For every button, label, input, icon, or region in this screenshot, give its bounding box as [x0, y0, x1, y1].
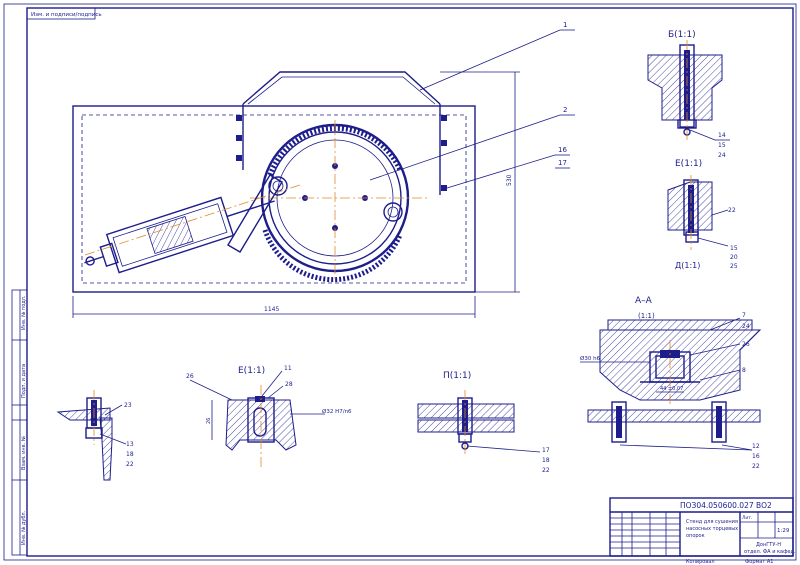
pneumatic-cylinder [84, 196, 275, 274]
view-p-label-1: 17 [542, 447, 550, 454]
view-g: Е(1:1) 26 Ø32 H7/n6 26 11 28 [186, 365, 352, 470]
view-e-label-3: 20 [730, 254, 738, 261]
title-scale: 1:29 [777, 528, 790, 534]
main-view: 1145 530 1 2 16 17 [72, 21, 575, 318]
view-e-title: Е(1:1) [675, 159, 702, 169]
view-e-label-1: 22 [728, 207, 736, 214]
section-aa-label-7: 7 [742, 312, 746, 319]
side-stamp-2: Подп. и дата [21, 364, 27, 398]
side-stamp-4: Инв. № дубл. [21, 510, 27, 545]
section-aa-dim2: 44 ±0,07 [660, 386, 683, 392]
title-block: ПОЗ04.050600.027 ВО2 Стенд для сушения н… [609, 497, 796, 557]
view-d-title: Д(1:1) [675, 261, 700, 270]
top-stamp-text: Изм. и подписи/подпись [31, 12, 102, 18]
view-g-fit: Ø32 H7/n6 [322, 408, 352, 415]
view-p-title: П(1:1) [443, 371, 471, 381]
section-a-a: А–А (1:1) Ø30 h6 44 ±0,07 7 24 26 8 12 1… [580, 296, 762, 470]
side-stamp-3: Взам. инв. № [21, 435, 27, 470]
leader-1: 1 [563, 21, 567, 29]
view-b-label-1: 14 [718, 132, 726, 139]
view-g-title: Е(1:1) [238, 366, 265, 376]
leader-17: 17 [558, 159, 567, 167]
section-aa-label-16: 16 [752, 453, 760, 460]
left-detail-view: 23 13 18 22 [56, 390, 134, 481]
main-width-dim: 1145 [264, 306, 279, 313]
view-p-label-2: 18 [542, 457, 550, 464]
section-aa-dim1: Ø30 h6 [580, 355, 601, 362]
title-doc-number: ПОЗ04.050600.027 ВО2 [680, 501, 772, 510]
main-height-dim: 530 [506, 174, 513, 186]
format-label: Формат А1 [745, 559, 773, 565]
view-b-label-2: 15 [718, 142, 726, 149]
outer-frame [3, 3, 797, 561]
section-aa-label-26: 26 [742, 341, 750, 348]
section-aa-label-8: 8 [742, 367, 746, 374]
section-aa-label-12: 12 [752, 443, 760, 450]
title-org1: ДонГТУ-Н [756, 542, 781, 548]
view-p-label-3: 22 [542, 467, 550, 474]
side-stamp-1: Инв. № подл. [21, 295, 27, 330]
leader-16: 16 [558, 146, 567, 154]
top-bracket [242, 71, 441, 105]
left-margin-stamps: Инв. № подл. Подп. и дата Взам. инв. № И… [11, 289, 28, 556]
section-aa-scale: (1:1) [638, 312, 655, 320]
title-name-line2: насосных торцевых [686, 526, 738, 532]
view-g-label-11: 11 [284, 365, 292, 372]
title-name-line3: опорок [686, 533, 705, 539]
top-left-stamp: Изм. и подписи/подпись [26, 7, 102, 20]
left-view-label-3: 18 [126, 451, 134, 458]
section-aa-label-24: 24 [742, 323, 750, 330]
view-p: П(1:1) 17 18 22 [417, 371, 550, 474]
view-g-label-26: 26 [186, 373, 194, 380]
view-e: Е(1:1) 22 15 20 25 Д(1:1) [667, 159, 738, 270]
view-b: Б(1:1) 14 15 24 [647, 30, 730, 159]
section-aa-label-22: 22 [752, 463, 760, 470]
title-sheet-lit: Лит. [742, 515, 752, 521]
view-e-label-2: 15 [730, 245, 738, 252]
inner-frame [26, 7, 794, 557]
left-view-label-4: 22 [126, 461, 134, 468]
view-e-label-4: 25 [730, 263, 738, 270]
view-b-label-3: 24 [718, 152, 726, 159]
title-org2: отдел. ФА и кафед. [744, 549, 796, 555]
bottom-strip: Копировал Формат А1 [686, 559, 773, 565]
section-aa-title: А–А [635, 296, 653, 306]
left-view-label-2: 13 [126, 441, 134, 448]
base-plate [72, 105, 476, 293]
title-name-line1: Стенд для сушения [686, 519, 738, 525]
left-view-label-1: 23 [124, 402, 132, 409]
view-g-height: 26 [206, 418, 212, 424]
view-b-title: Б(1:1) [668, 30, 696, 40]
copied-label: Копировал [686, 559, 715, 565]
leader-2: 2 [563, 106, 567, 114]
view-g-label-28: 28 [285, 381, 293, 388]
